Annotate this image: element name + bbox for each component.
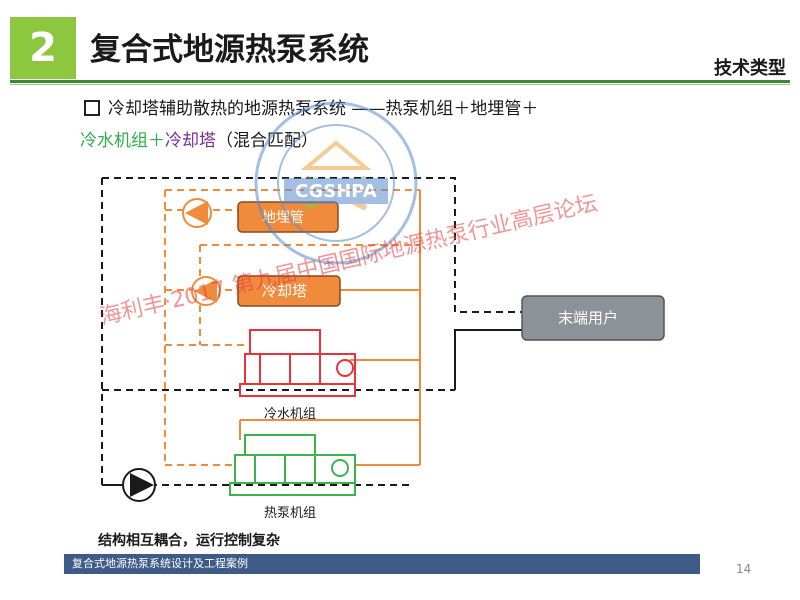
pump-icon-tower bbox=[191, 276, 221, 306]
chiller-label: 冷水机组 bbox=[264, 407, 316, 422]
chiller-unit-icon bbox=[239, 329, 356, 397]
association-seal-logo: CGSHPA bbox=[254, 101, 418, 265]
end-user-box bbox=[521, 295, 665, 341]
seal-acronym: CGSHPA bbox=[295, 181, 377, 202]
summary-text: 结构相互耦合，运行控制复杂 bbox=[98, 533, 280, 549]
header-divider bbox=[10, 80, 790, 83]
page-number: 14 bbox=[736, 562, 752, 576]
supply-solid-lines bbox=[102, 329, 522, 486]
pump-icon-ground bbox=[182, 198, 212, 228]
intro-cooling-tower-text: 冷却塔 bbox=[165, 131, 216, 151]
page-title: 复合式地源热泵系统 bbox=[90, 32, 369, 68]
heat-pump-unit-icon bbox=[229, 434, 356, 496]
cooling-tower-box bbox=[237, 275, 341, 307]
pump-icon-chilled-water bbox=[122, 468, 156, 502]
header-divider-thin bbox=[10, 84, 790, 85]
section-number: 2 bbox=[10, 17, 76, 79]
end-user-label: 末端用户 bbox=[558, 309, 618, 327]
cooling-water-solid-loop bbox=[239, 190, 421, 466]
cooling-tower-label: 冷却塔 bbox=[262, 282, 307, 300]
category-label: 技术类型 bbox=[714, 58, 786, 79]
footer-bar: 复合式地源热泵系统设计及工程案例 bbox=[64, 554, 700, 574]
intro-chiller-text: 冷水机组＋ bbox=[80, 131, 165, 151]
intro-line-1: 冷却塔辅助散热的地源热泵系统 ——热泵机组＋地埋管＋ bbox=[108, 99, 539, 119]
heat-pump-label: 热泵机组 bbox=[264, 506, 316, 521]
bullet-square-icon bbox=[84, 100, 100, 116]
